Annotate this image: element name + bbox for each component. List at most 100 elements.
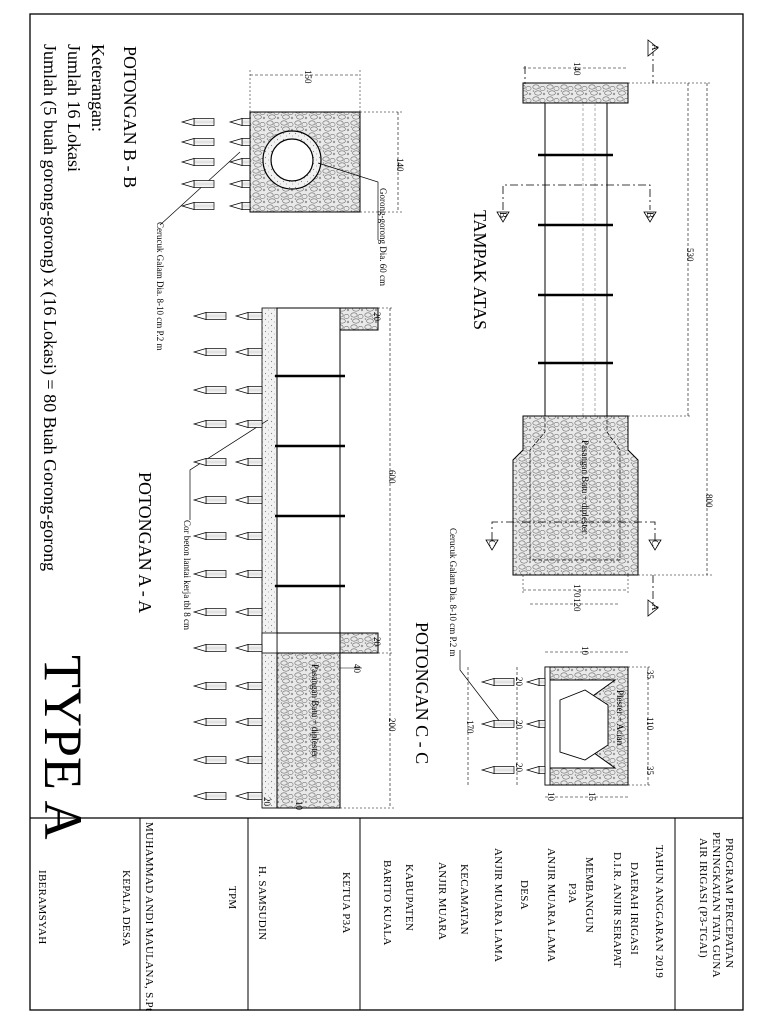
section-bb-piles	[180, 118, 251, 210]
top-cerucuk-note: Cerucuk Galam Dia. 8-10 cm P.2 m	[448, 528, 458, 657]
tb-area-2: D.I.R. ANJIR SERAPAT	[611, 852, 623, 968]
tb-ketua-name: H. SAMSUDIN	[256, 866, 268, 941]
pile-mark	[234, 644, 263, 652]
pile-mark	[234, 496, 263, 504]
dim-cc-20a: 20	[514, 677, 524, 686]
pile-mark	[480, 766, 515, 774]
pile-mark	[480, 720, 515, 728]
pile-mark	[234, 532, 263, 540]
dim-aa-40: 40	[352, 664, 362, 673]
section-cc-drawing	[459, 650, 652, 798]
tb-membangun: MEMBANGUN	[583, 857, 595, 934]
tb-kades-name: IBERAMSYAH	[36, 870, 48, 945]
dim-aa-10: 10	[294, 801, 304, 810]
type-label: TYPE A	[33, 655, 93, 840]
dim-top-120: 120	[572, 598, 582, 612]
pile-mark	[234, 756, 263, 764]
dim-aa-200: 200	[387, 718, 397, 732]
cc-plester-note: Plester + Acian	[615, 690, 625, 746]
tb-p3a-label: P3A	[566, 883, 578, 904]
marker-b-left: B	[498, 212, 508, 219]
tb-tpm-role: TPM	[226, 886, 238, 910]
marker-c-right: C	[650, 540, 660, 547]
dim-aa-20c: 20	[262, 797, 272, 806]
marker-c-left: C	[487, 540, 497, 547]
section-bb-drawing	[159, 70, 402, 240]
tb-program-1: PROGRAM PERCEPATAN	[723, 838, 735, 969]
dim-cc-10b: 10	[546, 792, 556, 801]
section-aa-piles	[192, 312, 263, 800]
pile-mark	[234, 420, 263, 428]
tb-tpm-name: MUHAMMAD ANDI MAULANA, S.Pt	[143, 822, 155, 1012]
pile-mark	[180, 202, 215, 210]
pile-mark	[234, 386, 263, 394]
pile-mark	[192, 348, 227, 356]
pile-mark	[192, 718, 227, 726]
pile-mark	[192, 532, 227, 540]
section-cc-piles	[480, 678, 546, 774]
pile-mark	[192, 496, 227, 504]
pile-mark	[228, 138, 251, 146]
top-pasangan-note: Pasangan Batu + diplester	[580, 440, 590, 534]
bb-gorong-note: Gorong-gorong Dia. 60 cm	[378, 188, 388, 286]
top-view-title: TAMPAK ATAS	[470, 210, 490, 330]
tb-program-3: AIR IRIGASI (P3-TGAI)	[697, 838, 709, 958]
dim-top-length: 530	[685, 248, 695, 262]
dim-cc-10a: 10	[580, 646, 590, 655]
pile-mark	[480, 678, 515, 686]
tb-program-2: PENINGKATAN TATA GUNA	[710, 832, 722, 978]
notes-line-1: Jumlah 16 Lokasi	[64, 44, 84, 172]
tb-kabupaten-value: BARITO KUALA	[381, 860, 393, 946]
pile-mark	[525, 678, 546, 686]
tb-kabupaten-label: KABUPATEN	[403, 864, 415, 932]
marker-b-right: B	[645, 212, 655, 219]
tb-p3a-value: ANJIR MUARA LAMA	[545, 848, 557, 963]
section-aa-title: POTONGAN A - A	[135, 472, 155, 614]
dim-top-width: 140	[572, 62, 582, 76]
pile-mark	[234, 682, 263, 690]
tb-area-1: DAERAH IRIGASI	[628, 862, 640, 956]
pile-mark	[180, 118, 215, 126]
marker-a-bottom: A	[650, 604, 660, 611]
dim-cc-170: 170	[465, 720, 475, 734]
pile-mark	[180, 180, 215, 188]
pile-mark	[192, 312, 227, 320]
pile-mark	[192, 644, 227, 652]
pile-mark	[234, 792, 263, 800]
pile-mark	[192, 756, 227, 764]
pile-mark	[180, 158, 215, 166]
dim-aa-20a: 20	[372, 312, 382, 321]
pile-mark	[234, 348, 263, 356]
pile-mark	[234, 570, 263, 578]
dim-cc-110: 110	[645, 717, 655, 731]
dim-top-total: 800	[704, 494, 714, 508]
pile-mark	[234, 718, 263, 726]
pile-mark	[192, 608, 227, 616]
tb-kades-role: KEPALA DESA	[120, 870, 132, 947]
notes-line-2: Jumlah (5 buah gorong-gorong) x (16 Loka…	[40, 44, 60, 572]
pile-mark	[192, 570, 227, 578]
tb-desa-value: ANJIR MUARA LAMA	[492, 848, 504, 963]
marker-a-top: A	[650, 44, 660, 51]
pile-mark	[228, 118, 251, 126]
aa-pasangan-note: Pasangan Batu + diplester	[310, 664, 320, 758]
title-block-grid	[139, 818, 676, 1010]
dim-cc-35b: 35	[645, 766, 655, 775]
tb-kecamatan-value: ANJIR MUARA	[436, 862, 448, 941]
pile-mark	[192, 792, 227, 800]
dim-cc-20b: 20	[514, 720, 524, 729]
top-view-drawing	[485, 39, 712, 617]
pile-mark	[228, 202, 251, 210]
pile-mark	[234, 608, 263, 616]
pile-mark	[180, 138, 215, 146]
tb-year: TAHUN ANGGARAN 2019	[653, 845, 665, 979]
section-bb-title: POTONGAN B - B	[120, 46, 140, 189]
dim-aa-600: 600	[387, 470, 397, 484]
pile-mark	[192, 682, 227, 690]
dim-cc-15: 15	[587, 792, 597, 801]
pile-mark	[228, 158, 251, 166]
pile-mark	[192, 386, 227, 394]
pile-mark	[192, 458, 227, 466]
pile-mark	[234, 312, 263, 320]
tb-ketua-role: KETUA P3A	[340, 872, 352, 934]
